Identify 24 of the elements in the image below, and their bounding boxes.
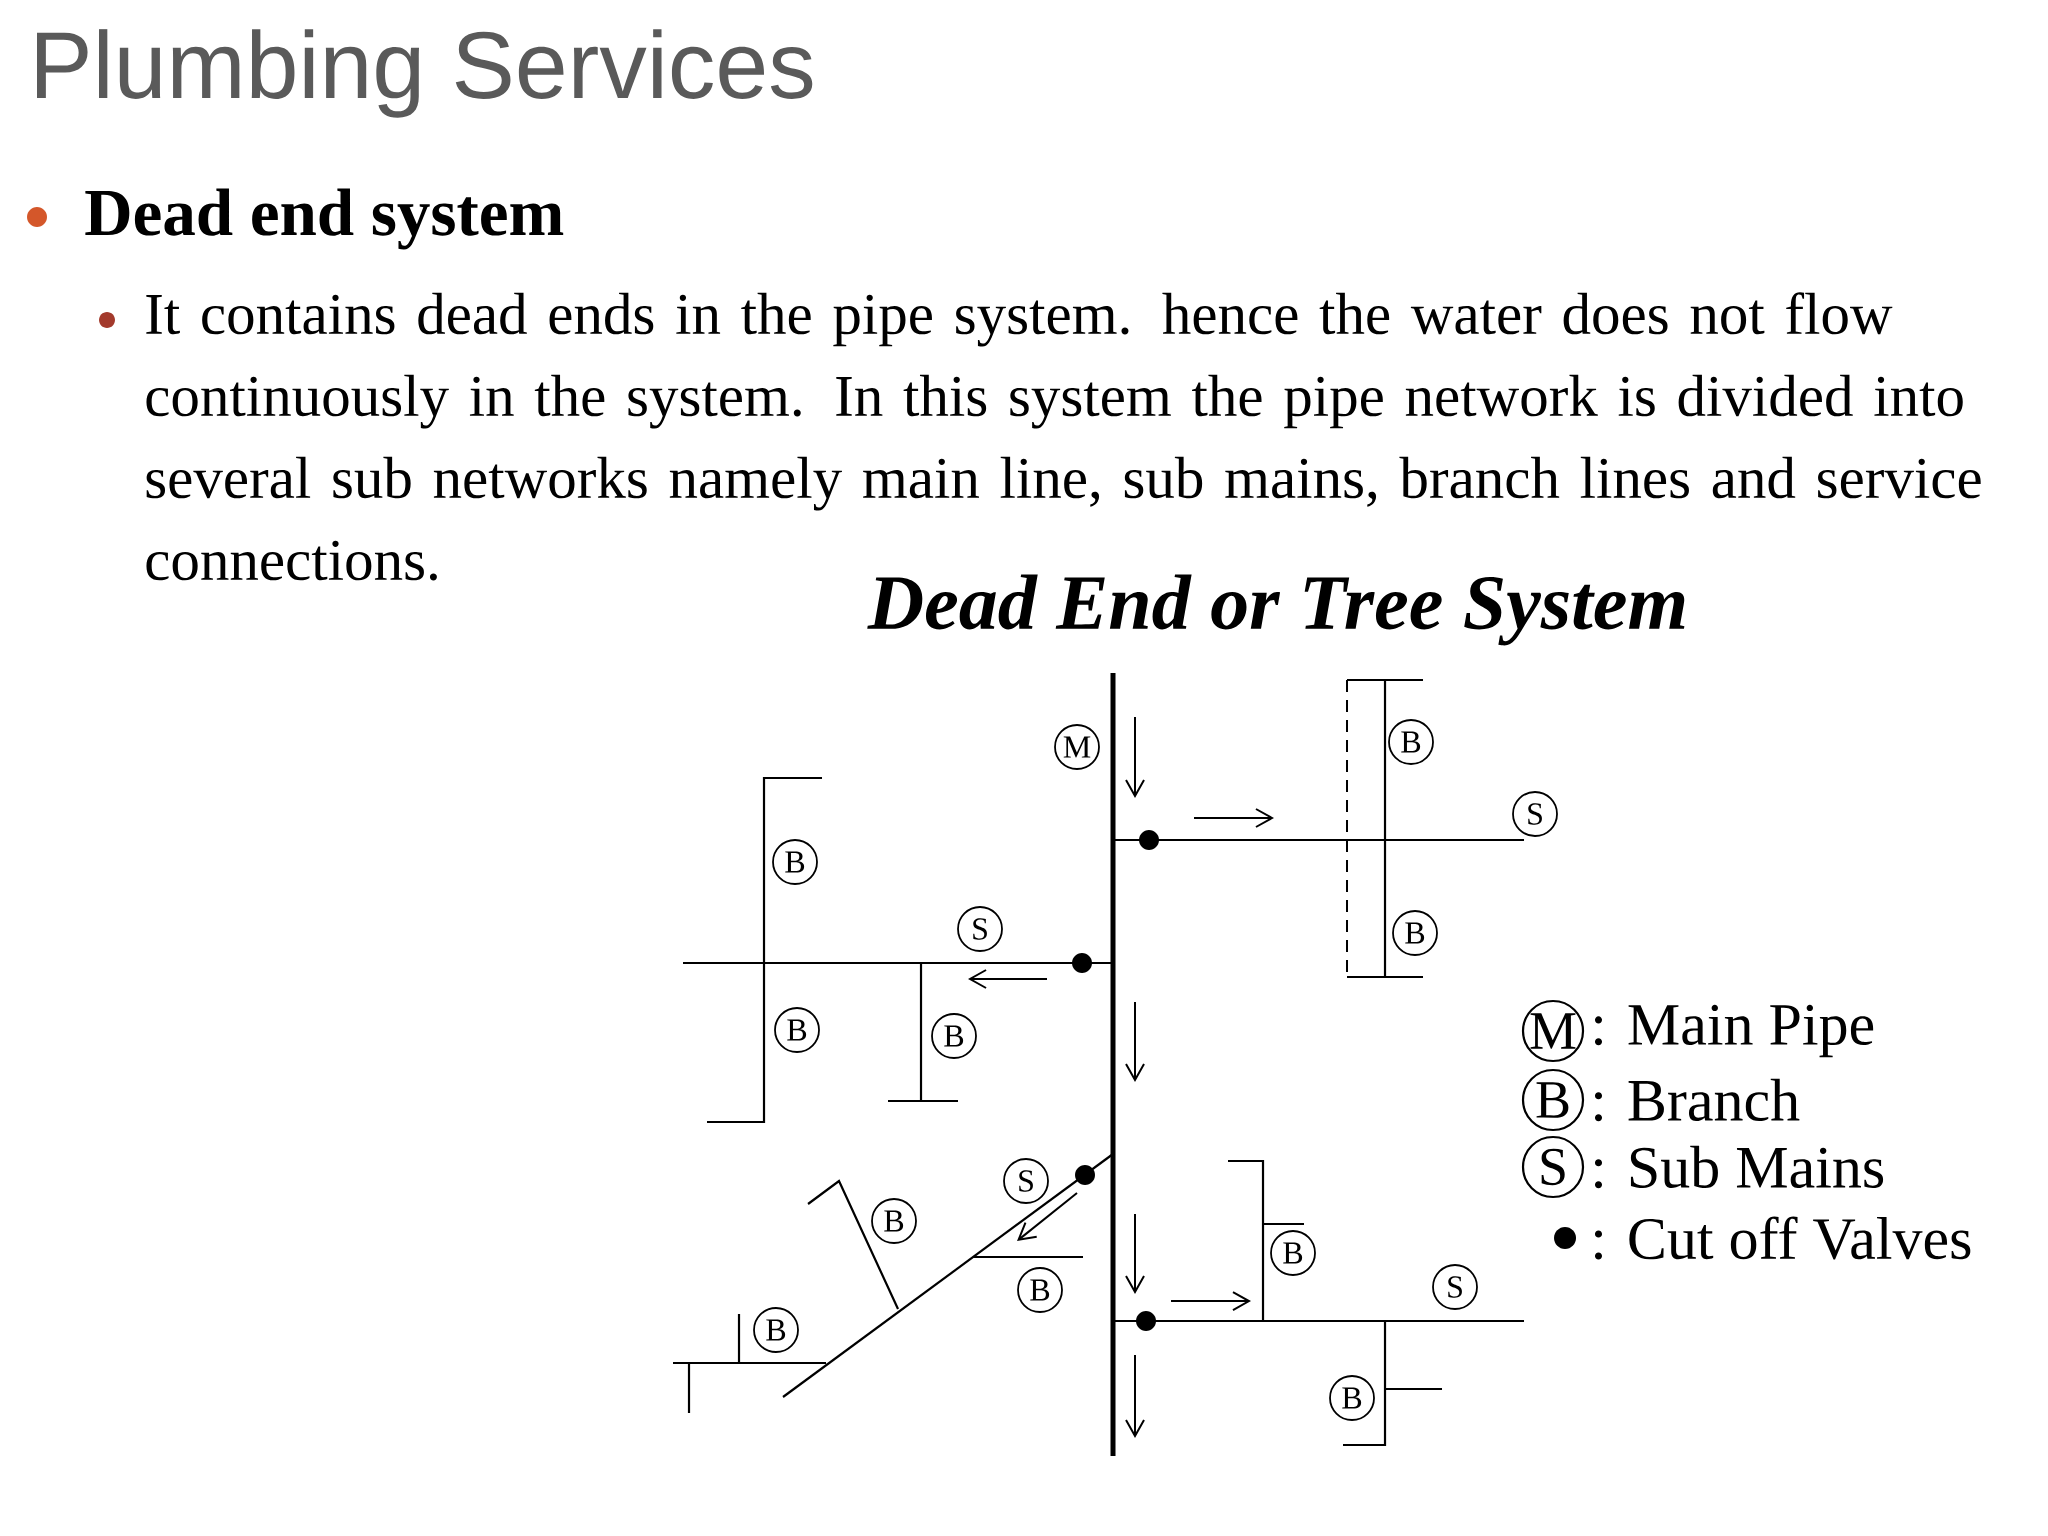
circled-letter: S bbox=[957, 906, 1003, 952]
circled-letter: S bbox=[1521, 1135, 1585, 1199]
legend-entry: : Sub Mains bbox=[1594, 1145, 1884, 1189]
circled-letter: B bbox=[772, 839, 818, 885]
circled-letter: B bbox=[1388, 719, 1434, 765]
circled-letter: B bbox=[871, 1198, 917, 1244]
legend-entry: : Branch bbox=[1594, 1078, 1800, 1122]
circled-letter: B bbox=[1521, 1068, 1585, 1132]
circled-letter: B bbox=[753, 1307, 799, 1353]
circled-letter: B bbox=[1270, 1230, 1316, 1276]
slide-title: Plumbing Services bbox=[37, 29, 813, 118]
circled-letter: S bbox=[1003, 1158, 1049, 1204]
circled-letter: M bbox=[1521, 999, 1585, 1063]
circled-letter: B bbox=[774, 1007, 820, 1053]
circled-letter: B bbox=[1392, 910, 1438, 956]
legend-entry: : Main Pipe bbox=[1594, 1004, 1874, 1058]
circled-letter: B bbox=[931, 1013, 977, 1059]
bullet-heading: Dead end system bbox=[85, 188, 564, 250]
circled-letter: B bbox=[1017, 1267, 1063, 1313]
legend-entry: : Cut off Valves bbox=[1594, 1216, 1971, 1260]
circled-letter: S bbox=[1432, 1264, 1478, 1310]
circled-letter: S bbox=[1512, 791, 1558, 837]
circled-letter: B bbox=[1329, 1375, 1375, 1421]
circled-letter: M bbox=[1054, 724, 1100, 770]
